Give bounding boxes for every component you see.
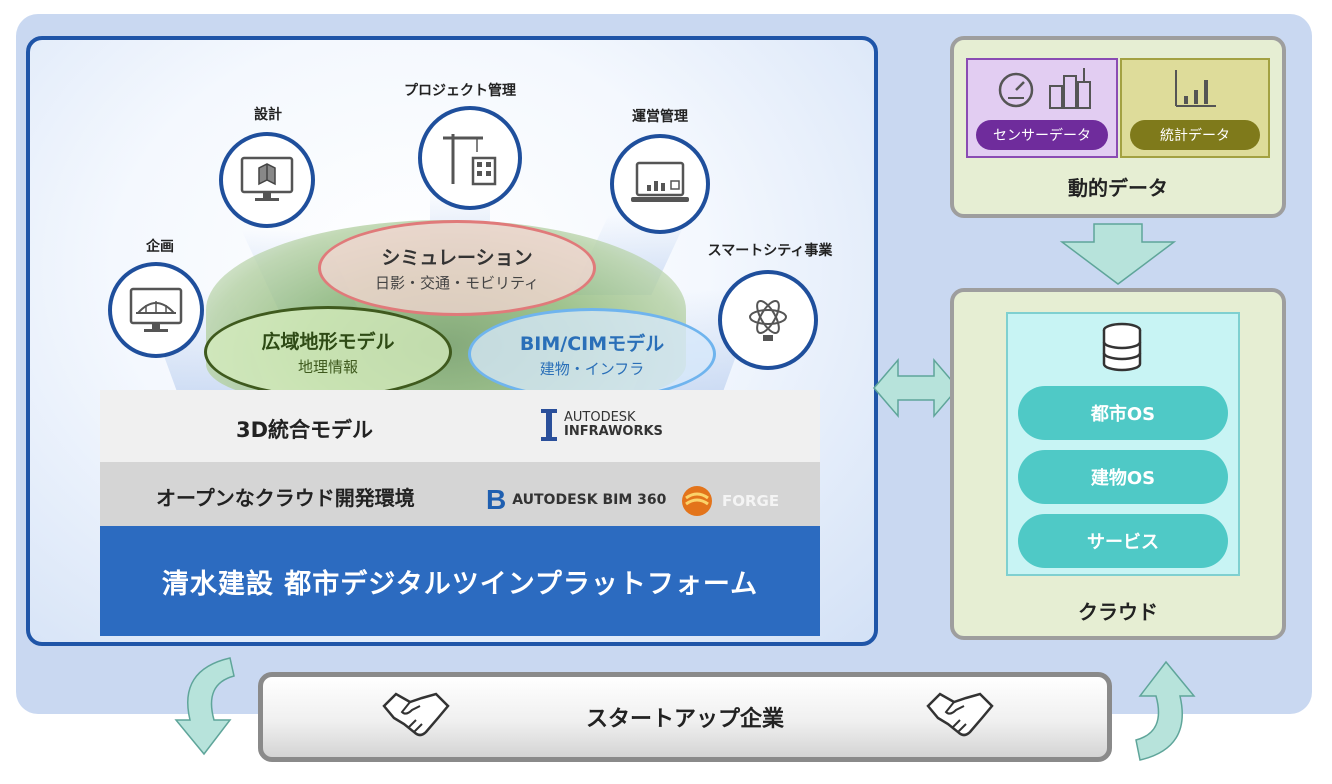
role-circle-project [418,106,522,210]
infraworks-line1: AUTODESK [564,410,636,425]
curved-arrow-right-icon [1135,660,1196,761]
infraworks-i-icon [541,409,557,441]
platform-title: 清水建設 都市デジタルツインプラットフォーム [161,568,759,600]
forge-label: FORGE [722,492,780,510]
role-circle-kikaku [108,262,204,358]
building-monitor-icon [240,156,294,201]
cloud-item-tatemono-os: 建物OS [1018,450,1228,504]
infraworks-line2: INFRAWORKS [564,424,663,439]
dynamic-data-title: 動的データ [1068,176,1168,200]
role-label-kikaku: 企画 [146,239,174,255]
stats-panel: 統計データ [1120,58,1270,158]
role-label-unei: 運営管理 [632,109,688,125]
bimcim-ellipse: BIM/CIMモデル 建物・インフラ [468,308,716,400]
simulation-title: シミュレーション [381,247,533,269]
role-circle-unei [610,134,710,234]
terrain-ellipse: 広域地形モデル 地理情報 [204,306,452,398]
forge-flame-icon [682,486,712,516]
terrain-sub: 地理情報 [297,358,358,376]
integrated-model-band [100,390,820,462]
handshake-icon-right [926,692,994,737]
bim360-logo: B AUTODESK BIM 360 [486,484,666,516]
laptop-chart-icon [631,161,689,202]
atom-lightbulb-icon [749,300,787,341]
gauge-icon [998,72,1034,108]
role-label-smartcity: スマートシティ事業 [707,243,833,259]
sensor-data-pill: センサーデータ [976,120,1108,150]
terrain-title: 広域地形モデル [261,331,395,353]
infraworks-logo: AUTODESK INFRAWORKS [540,408,663,442]
role-label-project: プロジェクト管理 [404,83,516,99]
sensor-panel: センサーデータ [966,58,1118,158]
cloud-title: クラウド [1078,600,1158,624]
buildings-icon [1049,68,1091,109]
database-icon [1102,322,1142,372]
platform-band [100,526,820,636]
simulation-ellipse: シミュレーション 日影・交通・モビリティ [318,220,596,316]
crane-building-icon [443,134,497,186]
role-circle-smartcity [718,270,818,370]
role-circle-sekkei [219,132,315,228]
bim360-b-icon: B [486,484,507,515]
bridge-monitor-icon [129,287,183,332]
handshake-icon-left [382,692,450,737]
cloud-item-service: サービス [1018,514,1228,568]
cloud-dev-label: オープンなクラウド開発環境 [156,486,415,510]
double-arrow-icon [873,357,959,419]
cloud-item-toshi-os: 都市OS [1018,386,1228,440]
simulation-sub: 日影・交通・モビリティ [374,274,540,292]
bimcim-sub: 建物・インフラ [539,360,645,378]
down-arrow-icon [1059,223,1177,285]
startup-label: スタートアップ企業 [585,707,784,732]
integrated-model-label: 3D統合モデル [236,418,374,442]
role-label-sekkei: 設計 [254,107,282,123]
curved-arrow-left-icon [174,657,235,756]
bim360-label: AUTODESK BIM 360 [512,492,667,508]
bimcim-title: BIM/CIMモデル [519,333,665,355]
bar-chart-icon [1175,70,1216,107]
stats-data-pill: 統計データ [1130,120,1260,150]
forge-logo: FORGE [680,484,779,518]
